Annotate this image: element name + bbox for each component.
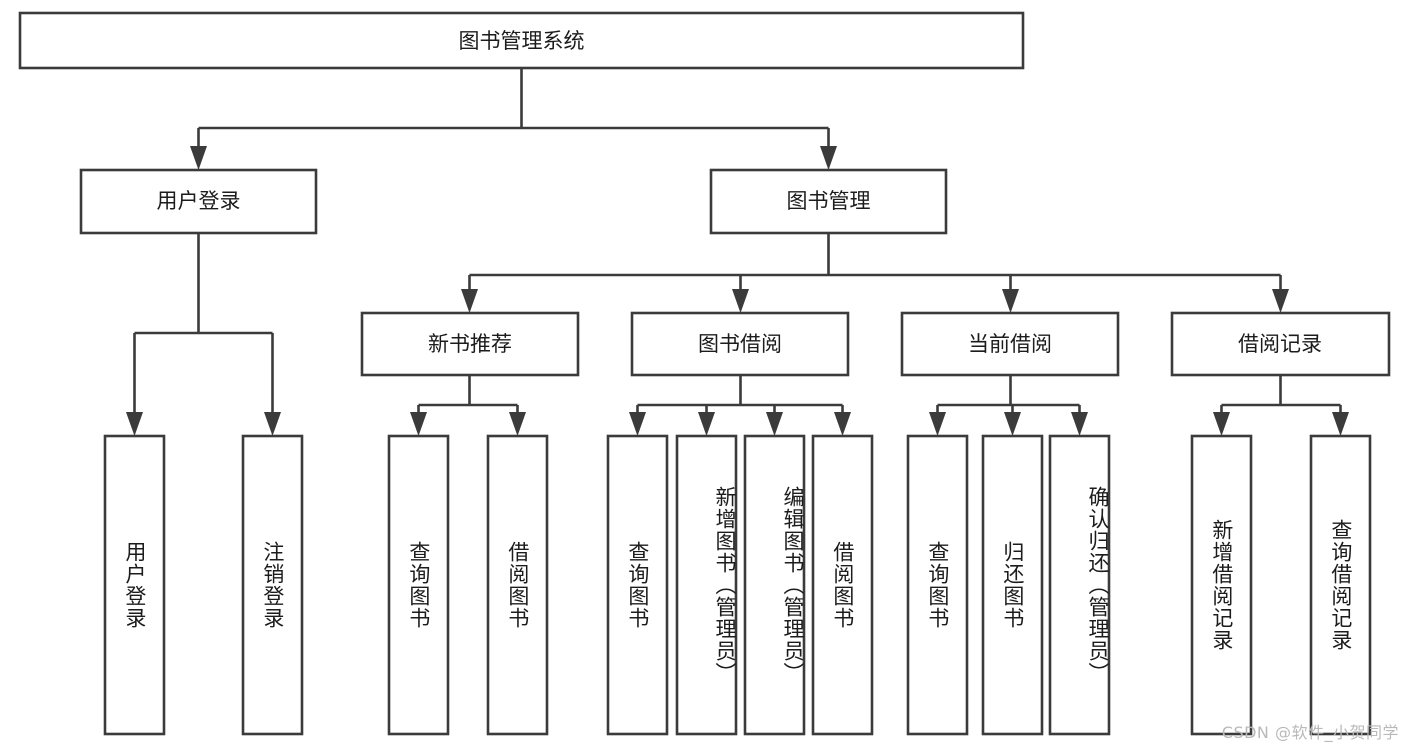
connectors-layer (126, 68, 1349, 436)
horizontal-labels-layer: 图书管理系统 用户登录 图书管理 新书推荐 图书借阅 当前借阅 借阅记录 (157, 29, 1323, 356)
label-borrow-record: 借阅记录 (1238, 332, 1322, 356)
arrow-to-leaf-return-book (1004, 412, 1021, 436)
arrow-to-borrow-record (1272, 289, 1289, 313)
node-box-leaf-confirm-return[interactable] (1048, 434, 1111, 736)
node-box-book-borrow[interactable] (630, 311, 850, 377)
node-box-leaf-return-book[interactable] (981, 434, 1044, 736)
node-box-leaf-borrow-book-2[interactable] (811, 434, 874, 736)
arrow-root-to-user-login (190, 146, 207, 170)
label-book-borrow: 图书借阅 (698, 332, 782, 356)
node-box-leaf-user-login[interactable] (103, 434, 166, 736)
label-root: 图书管理系统 (459, 29, 585, 53)
arrow-to-leaf-borrow-book-2 (834, 412, 851, 436)
arrow-to-leaf-query-book-2 (629, 412, 646, 436)
node-box-current-borrow[interactable] (900, 311, 1120, 377)
watermark-text: CSDN @软件_小贺同学 (1221, 723, 1399, 742)
arrow-to-book-borrow (732, 289, 749, 313)
node-box-user-login[interactable] (79, 168, 318, 235)
node-box-leaf-user-logout[interactable] (241, 434, 304, 736)
arrow-to-leaf-add-book (698, 412, 715, 436)
node-box-leaf-edit-book[interactable] (743, 434, 806, 736)
arrow-to-leaf-add-record (1213, 412, 1230, 436)
node-box-book-manage[interactable] (709, 168, 948, 235)
node-box-leaf-add-record[interactable] (1190, 434, 1253, 736)
nodes-layer (18, 11, 1391, 736)
arrow-to-leaf-query-book-1 (410, 412, 427, 436)
node-box-leaf-query-record[interactable] (1309, 434, 1372, 736)
arrow-to-new-book-rec (461, 289, 478, 313)
node-box-new-book-rec[interactable] (360, 311, 580, 377)
node-box-leaf-borrow-book-1[interactable] (486, 434, 549, 736)
node-box-leaf-query-book-1[interactable] (387, 434, 450, 736)
node-box-borrow-record[interactable] (1170, 311, 1391, 377)
label-current-borrow: 当前借阅 (968, 332, 1052, 356)
node-box-leaf-query-book-2[interactable] (606, 434, 669, 736)
node-box-root[interactable] (18, 11, 1025, 70)
label-user-login: 用户登录 (157, 189, 241, 213)
arrow-to-leaf-borrow-book-1 (509, 412, 526, 436)
label-new-book-rec: 新书推荐 (428, 332, 512, 356)
arrow-to-leaf-user-logout (264, 412, 281, 436)
arrow-to-leaf-user-login (126, 412, 143, 436)
arrow-to-leaf-confirm-return (1071, 412, 1088, 436)
label-book-manage: 图书管理 (787, 189, 871, 213)
arrow-root-to-book-manage (820, 146, 837, 170)
arrow-to-current-borrow (1002, 289, 1019, 313)
arrow-to-leaf-query-book-3 (929, 412, 946, 436)
node-box-leaf-query-book-3[interactable] (906, 434, 969, 736)
node-box-leaf-add-book[interactable] (675, 434, 738, 736)
arrow-to-leaf-query-record (1332, 412, 1349, 436)
arrow-to-leaf-edit-book (766, 412, 783, 436)
